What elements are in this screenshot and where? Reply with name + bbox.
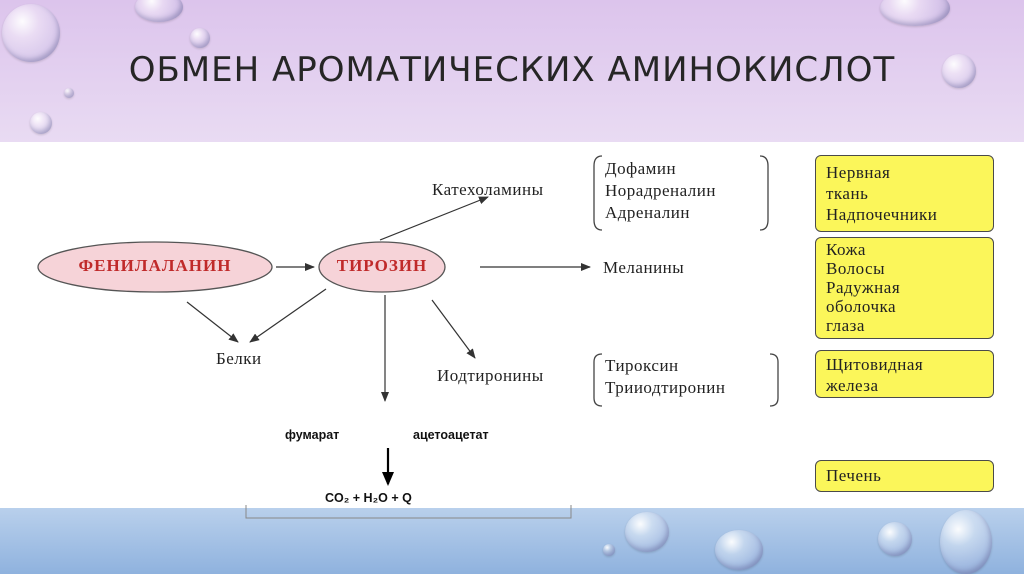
phenylalanine-label: ФЕНИЛАЛАНИН xyxy=(78,256,232,275)
iodothyronines-label: Иодтиронины xyxy=(437,366,544,385)
catecholamine-item: Адреналин xyxy=(605,203,690,222)
iodothyronine-bracket-right xyxy=(769,353,779,407)
acetoacetate-label: ацетоацетат xyxy=(413,428,489,442)
iodothyronine-item: Трииодтиронин xyxy=(605,378,726,397)
catecholamine-item: Дофамин xyxy=(605,159,677,178)
location-line: глаза xyxy=(826,316,865,335)
products-label: CO₂ + H₂O + Q xyxy=(325,491,412,505)
bubble-decoration xyxy=(625,512,669,552)
location-line: Волосы xyxy=(826,259,885,278)
location-box-skin: Кожа Волосы Радужная оболочка глаза xyxy=(815,237,994,339)
location-box-nervous: Нервная ткань Надпочечники xyxy=(815,155,994,232)
bubble-decoration xyxy=(190,28,210,48)
bubble-decoration xyxy=(2,4,60,62)
catecholamine-bracket-left xyxy=(593,155,603,231)
catecholamines-label: Катехоламины xyxy=(432,180,544,199)
tyrosine-label: ТИРОЗИН xyxy=(336,256,428,275)
bubble-decoration xyxy=(715,530,763,570)
location-line: ткань xyxy=(826,184,869,203)
arrow-tyr-to-iodothyronines xyxy=(431,299,476,359)
location-line: Печень xyxy=(826,466,882,485)
products-frame xyxy=(245,505,572,519)
bubble-decoration xyxy=(942,54,976,88)
location-line: Нервная xyxy=(826,163,891,182)
bubble-decoration xyxy=(878,522,912,556)
bottom-band xyxy=(0,508,1024,574)
bubble-decoration xyxy=(135,0,183,22)
location-line: Надпочечники xyxy=(826,205,938,224)
location-line: Щитовидная xyxy=(826,355,924,374)
location-line: оболочка xyxy=(826,297,897,316)
bubble-decoration xyxy=(940,510,992,574)
bubble-decoration xyxy=(64,88,74,98)
iodothyronine-item: Тироксин xyxy=(605,356,679,375)
location-line: Радужная xyxy=(826,278,901,297)
tyrosine-ellipse xyxy=(318,241,446,293)
proteins-label: Белки xyxy=(216,349,262,368)
melanins-label: Меланины xyxy=(603,258,685,277)
arrow-tyr-to-proteins xyxy=(249,288,327,343)
arrow-tyr-to-catecholamines xyxy=(379,196,489,241)
location-box-thyroid: Щитовидная железа xyxy=(815,350,994,398)
location-line: Кожа xyxy=(826,240,866,259)
arrow-phe-to-proteins xyxy=(186,301,239,343)
location-line: железа xyxy=(826,376,879,395)
location-box-liver: Печень xyxy=(815,460,994,492)
fumarate-label: фумарат xyxy=(285,428,340,442)
page-title: ОБМЕН АРОМАТИЧЕСКИХ АМИНОКИСЛОТ xyxy=(128,50,896,90)
bubble-decoration xyxy=(30,112,52,134)
phenylalanine-ellipse xyxy=(37,241,273,293)
top-band xyxy=(0,0,1024,142)
catecholamine-bracket-right xyxy=(759,155,769,231)
catecholamine-item: Норадреналин xyxy=(605,181,716,200)
bubble-decoration xyxy=(603,544,615,556)
iodothyronine-bracket-left xyxy=(593,353,603,407)
